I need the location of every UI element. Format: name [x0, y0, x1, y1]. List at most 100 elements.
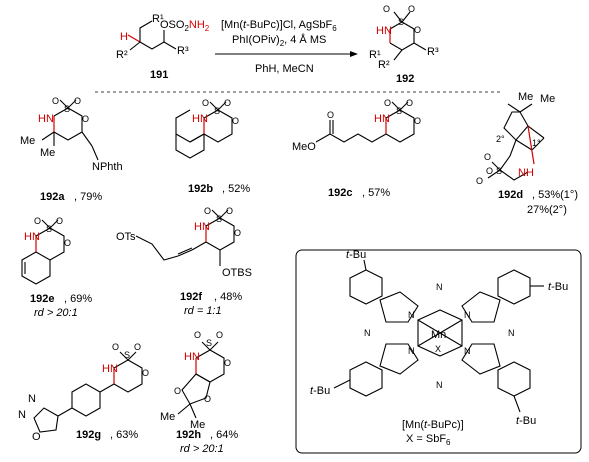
catalyst-box: t-Bu t-Bu t-Bu t-Bu N N N N N N N N Mn X… [295, 249, 582, 454]
svg-text:HN: HN [374, 113, 390, 125]
192g-label: 192g [76, 429, 101, 441]
svg-text:O: O [414, 25, 421, 35]
192h-rd: rd > 20:1 [180, 443, 224, 455]
svg-text:O: O [112, 342, 119, 352]
svg-text:O: O [327, 110, 334, 120]
svg-text:O: O [204, 394, 211, 404]
svg-text:Me: Me [20, 135, 35, 147]
tbu-label-3: t-Bu [310, 385, 330, 397]
192c-label: 192c [328, 187, 352, 199]
reagents-line-1: [Mn(t-BuPc)]Cl, AgSbF6 [221, 19, 337, 33]
product-192: O O S HN O R¹ R² R³ 192 [369, 4, 439, 85]
192e-yield: , 69% [64, 293, 92, 305]
svg-text:HN: HN [376, 25, 392, 37]
product-label: 192 [396, 73, 414, 85]
svg-text:S: S [46, 224, 52, 234]
192h-yield: , 64% [210, 429, 238, 441]
192a-substituent: NPhth [92, 161, 123, 173]
tbu-label-4: t-Bu [516, 415, 536, 427]
reactant-r2: R² [116, 49, 128, 61]
catalyst-counterion: X = SbF6 [406, 433, 451, 447]
svg-text:O: O [484, 152, 491, 162]
svg-text:N: N [464, 346, 471, 356]
svg-text:S: S [398, 17, 404, 27]
192d-yield-2: 27%(2°) [527, 204, 567, 216]
svg-text:O: O [234, 228, 241, 238]
svg-text:O: O [224, 358, 231, 368]
svg-text:O: O [486, 166, 493, 176]
svg-text:S: S [64, 104, 70, 114]
svg-text:O: O [226, 206, 233, 216]
svg-text:1°: 1° [532, 138, 541, 148]
192b-yield: , 52% [222, 183, 250, 195]
svg-text:S: S [124, 350, 130, 360]
svg-text:N: N [508, 328, 515, 338]
192c-yield: , 57% [362, 187, 390, 199]
192f-label: 192f [180, 291, 202, 303]
svg-text:O: O [52, 96, 59, 106]
catalyst-metal: Mn [431, 329, 446, 341]
svg-text:O: O [32, 431, 41, 443]
svg-text:O: O [134, 342, 141, 352]
reagents-line-2: PhI(OPiv)2, 4 Å MS [232, 33, 326, 48]
192h-label: 192h [176, 429, 201, 441]
svg-text:N: N [18, 409, 26, 421]
svg-text:N: N [464, 310, 471, 320]
192e-label: 192e [30, 293, 54, 305]
svg-text:S: S [206, 338, 212, 348]
svg-text:N: N [436, 282, 443, 292]
svg-text:N: N [408, 310, 415, 320]
svg-text:HN: HN [192, 113, 208, 125]
192f-yield: , 48% [214, 291, 242, 303]
svg-text:O: O [384, 98, 391, 108]
192b-label: 192b [188, 183, 213, 195]
product-192d: Me Me 2° 1° O O S O NH 192d , 53%(1°) 27… [476, 91, 578, 216]
192d-yield: , 53%(1°) [532, 189, 578, 201]
svg-text:Me: Me [160, 411, 175, 423]
svg-text:R²: R² [378, 59, 390, 71]
product-192g: O O S HN O N N O 192g , 63% [18, 342, 149, 443]
192a-label: 192a [40, 191, 65, 203]
reactant-osulfamate: OSO2NH2 [160, 19, 210, 33]
reactant-r1: R¹ [152, 13, 164, 25]
tbu-label-1: t-Bu [346, 249, 366, 261]
reactant-label: 191 [150, 69, 168, 81]
svg-text:S: S [216, 214, 222, 224]
svg-text:O: O [476, 176, 483, 186]
svg-text:HN: HN [184, 351, 200, 363]
svg-text:O: O [34, 216, 41, 226]
192f-rd: rd = 1:1 [184, 305, 222, 317]
svg-text:O: O [224, 98, 231, 108]
192g-yield: , 63% [110, 429, 138, 441]
reactant-r3: R³ [177, 45, 189, 57]
svg-text:R³: R³ [427, 46, 439, 58]
svg-text:NH: NH [518, 167, 534, 179]
svg-text:N: N [364, 328, 371, 338]
svg-text:N: N [436, 380, 443, 390]
192c-substituent: MeO [292, 141, 316, 153]
svg-text:Me: Me [518, 91, 533, 103]
conditions: PhH, MeCN [255, 63, 314, 75]
product-192b: O O S HN O 192b , 52% [175, 98, 250, 195]
svg-text:O: O [64, 238, 71, 248]
svg-text:O: O [174, 386, 181, 396]
svg-text:O: O [56, 216, 63, 226]
svg-text:O: O [142, 368, 149, 378]
svg-text:O: O [82, 114, 89, 124]
svg-text:Me: Me [40, 147, 55, 159]
svg-text:HN: HN [38, 113, 54, 125]
tbu-label-2: t-Bu [548, 281, 568, 293]
svg-text:Me: Me [540, 93, 555, 105]
svg-text:O: O [194, 330, 201, 340]
192e-rd: rd > 20:1 [34, 307, 78, 319]
svg-text:O: O [383, 4, 390, 14]
svg-text:O: O [414, 116, 421, 126]
svg-text:Me: Me [190, 419, 205, 431]
product-192e: O O S HN O 192e , 69% rd > 20:1 [21, 216, 92, 319]
product-192f: O O S HN O OTs OTBS 192f , 48% rd = 1:1 [116, 206, 252, 317]
reactant-191: H R¹ R² R³ OSO2NH2 191 [116, 13, 210, 81]
svg-text:S: S [496, 166, 502, 176]
catalyst-name: [Mn(t-BuPc)] [402, 419, 464, 431]
